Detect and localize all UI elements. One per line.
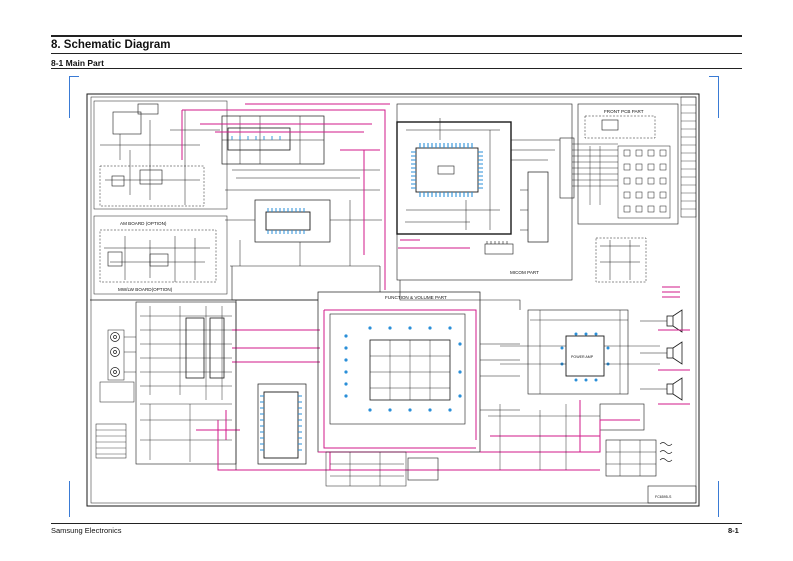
pin-array-micom bbox=[411, 143, 483, 197]
audio-processor-ic bbox=[257, 383, 307, 465]
crop-mark-top-left-h bbox=[69, 76, 79, 77]
schematic-frame bbox=[86, 93, 700, 507]
input-jacks bbox=[110, 332, 120, 377]
header-mid-rule bbox=[51, 53, 742, 54]
legend-signal-marks bbox=[662, 286, 680, 298]
front-pcb-label: FRONT PCB PART bbox=[604, 109, 644, 114]
micom-ic bbox=[415, 147, 479, 193]
crop-mark-top-right-v bbox=[718, 76, 719, 118]
signal-lines-left bbox=[196, 329, 330, 471]
crop-mark-top-left-v bbox=[69, 76, 70, 118]
footer-page-number: 8-1 bbox=[728, 526, 739, 535]
crop-mark-top-right-h bbox=[709, 76, 719, 77]
header-top-rule bbox=[51, 35, 742, 37]
mw-lw-board-label: MW/LW BOARD(OPTION) bbox=[118, 287, 173, 292]
function-volume-label: FUNCTION & VOLUME PART bbox=[385, 295, 447, 300]
tuner-region bbox=[93, 100, 228, 210]
speaker-icons bbox=[666, 309, 683, 401]
pin-array-ic-center bbox=[267, 208, 305, 234]
signal-lines-bottom bbox=[329, 400, 640, 471]
power-supply-region bbox=[599, 403, 645, 431]
signal-lines-speaker bbox=[658, 329, 690, 405]
footer-rule bbox=[51, 523, 742, 524]
signal-lines-function bbox=[318, 309, 477, 453]
am-board-label: AM BOARD (OPTION) bbox=[120, 221, 167, 226]
model-code: FC6595-S bbox=[655, 495, 672, 499]
micom-label: MICOM PART bbox=[510, 270, 539, 275]
subsection-title: 8-1 Main Part bbox=[51, 58, 104, 68]
section-title: 8. Schematic Diagram bbox=[51, 39, 171, 51]
power-amp-region bbox=[527, 309, 629, 395]
crop-mark-bottom-right bbox=[718, 481, 719, 517]
title-block bbox=[647, 485, 697, 504]
header-bottom-rule bbox=[51, 68, 742, 69]
signal-lines-top bbox=[181, 103, 390, 290]
function-pins bbox=[344, 326, 462, 412]
key-matrix bbox=[623, 149, 667, 213]
power-amp-ic bbox=[565, 335, 605, 377]
am-board-region bbox=[93, 215, 228, 295]
front-pcb-region bbox=[577, 103, 679, 225]
footer-company: Samsung Electronics bbox=[51, 526, 122, 535]
transformer-coils bbox=[659, 442, 673, 462]
power-amp-pins bbox=[560, 332, 610, 382]
power-amp-label: POWER AMP bbox=[571, 355, 594, 359]
crop-mark-bottom-left bbox=[69, 481, 70, 517]
border-ticks-right bbox=[680, 96, 697, 218]
